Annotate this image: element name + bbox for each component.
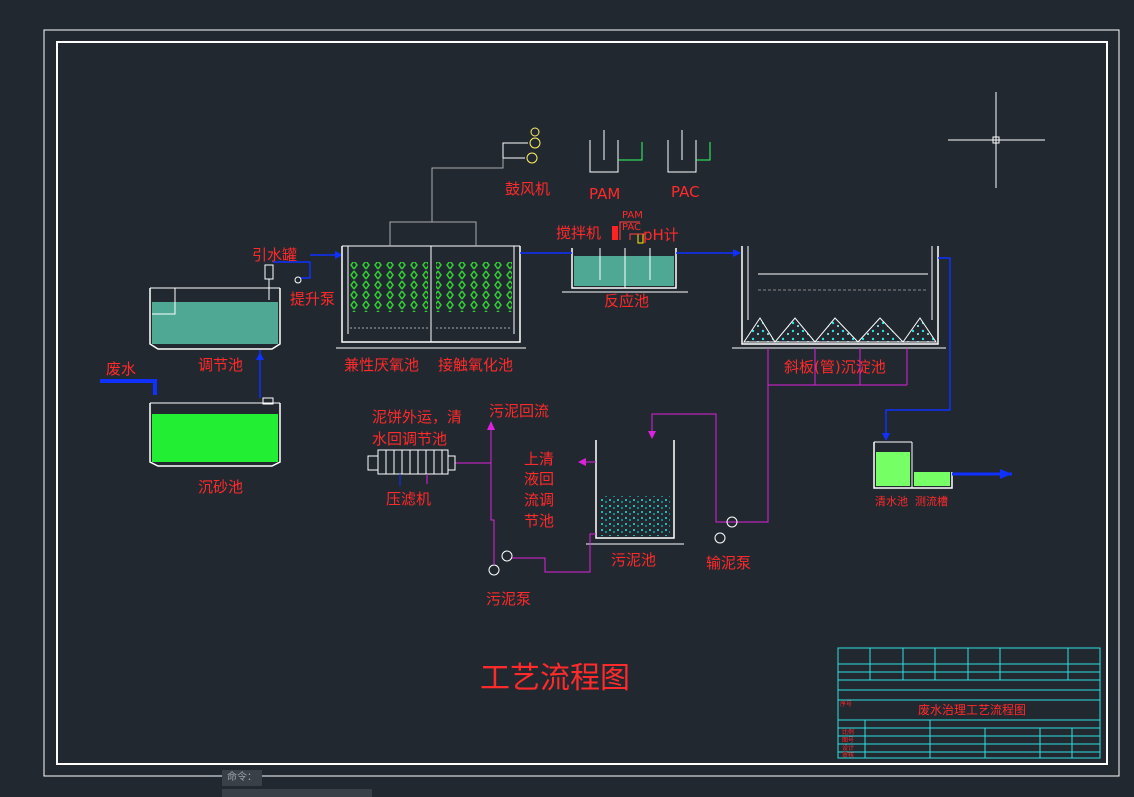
title-block-drawing-no: 图号 [842,737,854,744]
pac-label: PAC [671,183,700,201]
supernatant-label-group: 上清 液回 流调 节池 [524,450,554,530]
supernatant-label-4: 节池 [524,512,554,530]
reaction-tank[interactable]: 搅拌机 PAM PAC pH计 反应池 [556,210,688,310]
settling-sludge-lines [742,348,908,523]
drawing-title: 工艺流程图 [480,661,630,696]
transfer-pump-label: 输泥泵 [706,554,751,572]
filter-press[interactable]: 泥饼外运，清 水回调节池 压滤机 [367,408,462,508]
title-block-review: 审核 [842,751,854,759]
bio-tanks[interactable]: 兼性厌氧池 接触氧化池 [336,245,526,374]
filter-cake-label: 泥饼外运，清 [372,408,462,426]
sludge-tank-label: 污泥池 [611,551,656,569]
settling-tank-label: 斜板(管)沉淀池 [784,358,886,376]
pac-dosing-tank[interactable]: PAC [667,130,711,201]
drawing-frame [43,29,1120,777]
lift-pump-label: 提升泵 [290,290,335,308]
blower-label: 鼓风机 [505,180,550,198]
reaction-tank-label: 反应池 [604,292,649,310]
filter-cake-label-2: 水回调节池 [372,430,447,448]
lift-pump[interactable]: 提升泵 [273,261,335,308]
supernatant-label-2: 液回 [524,470,554,488]
transfer-pump[interactable]: 输泥泵 [706,516,751,572]
settling-tank[interactable]: 斜板(管)沉淀池 [732,246,946,376]
contact-oxidation-label: 接触氧化池 [438,356,513,374]
grit-tank-label: 沉砂池 [198,478,243,496]
ph-meter-label: pH计 [643,226,679,244]
command-line[interactable]: 命令： [222,770,262,786]
facultative-tank-label: 兼性厌氧池 [344,356,419,374]
air-line [389,158,504,246]
title-block-index: 序号 [840,700,852,708]
supernatant-label-1: 上清 [524,450,554,468]
wastewater-label: 废水 [106,360,136,378]
sludge-tank[interactable]: 污泥池 [586,440,684,569]
supernatant-label-3: 流调 [524,491,554,509]
title-block-name: 废水治理工艺流程图 [918,702,1026,717]
title-block[interactable] [837,647,1101,759]
sludge-pump-label: 污泥泵 [486,590,531,608]
measure-tank-label: 测流槽 [915,494,948,508]
mixer-label: 搅拌机 [556,224,601,242]
pac-small-label: PAC [622,222,641,233]
clear-water-tank[interactable]: 清水池 测流槽 [873,441,953,508]
wastewater-inlet: 废水 [100,360,157,395]
clear-tank-label: 清水池 [875,495,908,508]
priming-tank-label: 引水罐 [252,246,297,264]
title-block-design: 设计 [842,744,854,752]
pam-dosing-tank[interactable]: PAM [589,130,643,203]
title-block-scale: 比例 [842,728,854,736]
sludge-return-label: 污泥回流 [489,402,549,420]
regulating-tank-label: 调节池 [198,356,243,374]
filter-press-label: 压滤机 [386,490,431,508]
command-history [222,789,372,797]
pam-label: PAM [589,185,620,203]
regulating-tank[interactable]: 调节池 [149,287,281,374]
sludge-pump[interactable]: 污泥泵 [486,550,531,608]
priming-tank[interactable]: 引水罐 [252,246,297,300]
crosshair-cursor-icon[interactable] [948,92,1045,188]
pam-small-label: PAM [622,210,643,221]
grit-tank[interactable]: 沉砂池 [149,397,281,496]
blower[interactable]: 鼓风机 [502,127,550,198]
